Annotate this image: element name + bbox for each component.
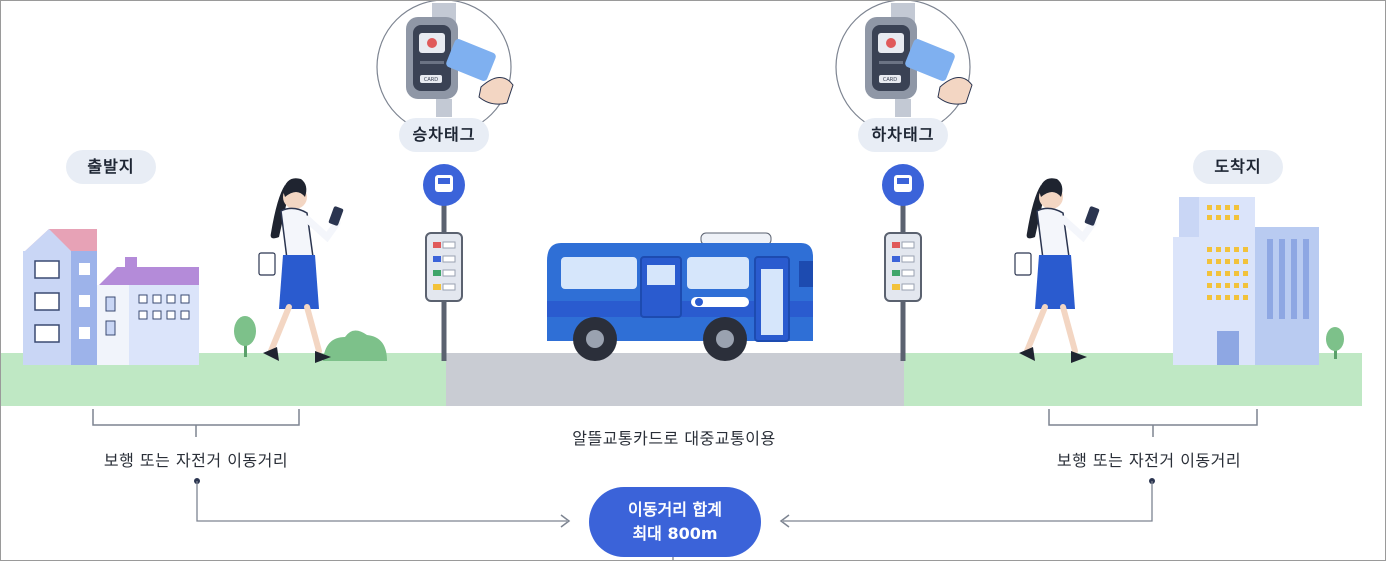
transit-card-icon: [905, 39, 973, 105]
tree-icon: [234, 316, 256, 357]
bus-illustration: [547, 232, 813, 361]
card-reader-icon: [376, 1, 512, 135]
house-icon: [23, 229, 199, 365]
office-building-icon: [1173, 197, 1319, 365]
right-connector: [783, 478, 1155, 522]
left-connector: [194, 478, 567, 522]
total-distance-title: 이동거리 합계: [628, 500, 722, 519]
card-reader-label: CARD: [883, 77, 897, 83]
board-tag-label: 승차태그: [399, 118, 489, 152]
walk-distance-caption-right: 보행 또는 자전거 이동거리: [1056, 451, 1242, 470]
bus-stop-icon: [882, 164, 924, 361]
origin-label: 출발지: [66, 150, 156, 184]
total-distance-value: 최대 800m: [632, 524, 718, 543]
left-distance-bracket: [92, 409, 300, 437]
walk-distance-caption-left: 보행 또는 자전거 이동거리: [103, 451, 289, 470]
bus-stop-icon: [423, 164, 465, 361]
destination-label: 도착지: [1193, 150, 1283, 184]
right-distance-bracket: [1048, 409, 1258, 437]
road: [446, 353, 904, 406]
arrow-right-icon: [560, 514, 571, 528]
walking-woman-icon: [258, 178, 344, 363]
transit-caption: 알뜰교통카드로 대중교통이용: [572, 429, 776, 448]
arrow-left-icon: [779, 514, 790, 528]
transit-card-icon: [446, 39, 514, 105]
card-reader-icon: [835, 1, 971, 135]
bush-icon: [323, 330, 387, 361]
card-reader-label: CARD: [424, 77, 438, 83]
alight-tag-label: 하차태그: [858, 118, 948, 152]
tree-icon: [1326, 327, 1344, 359]
walking-woman-icon: [1014, 178, 1100, 363]
total-distance-badge: 이동거리 합계 최대 800m: [589, 487, 761, 557]
